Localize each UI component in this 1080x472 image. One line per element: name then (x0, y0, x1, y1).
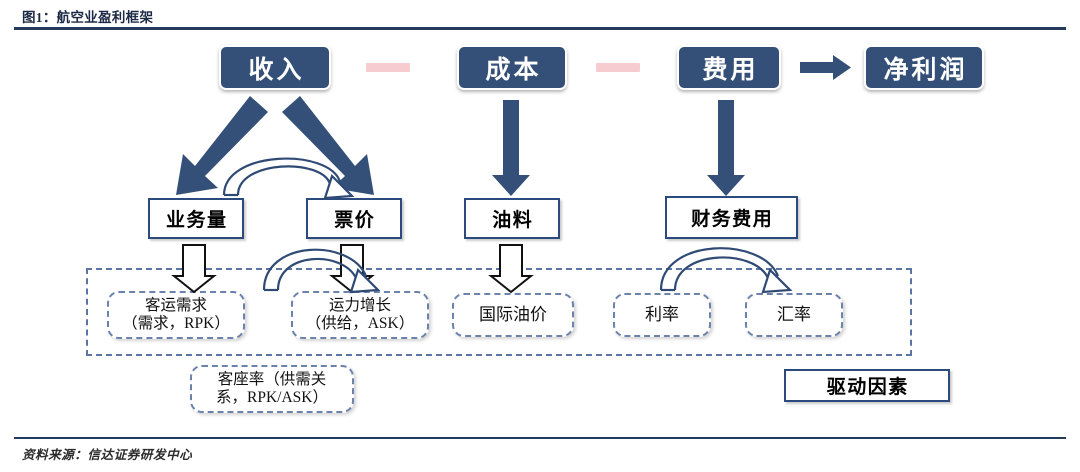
box-interest-rate[interactable]: 利率 (613, 293, 711, 337)
right-arrow-icon (800, 55, 851, 80)
box-exchange-rate[interactable]: 汇率 (745, 293, 843, 337)
diagonal-arrow-down-right-icon (282, 96, 374, 195)
box-ticket-price[interactable]: 票价 (306, 198, 402, 239)
box-cost[interactable]: 成本 (457, 45, 567, 90)
arrow-down-expense-to-finance-icon (707, 100, 745, 196)
capacity-growth-line1: 运力增长 (328, 296, 391, 314)
load-factor-line2: 系，RPK/ASK） (216, 389, 328, 406)
minus-sign-2 (596, 63, 640, 72)
arrow-down-cost-to-fuel-icon (492, 100, 530, 196)
box-expense[interactable]: 费用 (677, 45, 781, 90)
legend-driver-factors: 驱动因素 (784, 369, 950, 402)
curved-arrow-volume-to-price-icon (222, 157, 355, 200)
diagonal-arrow-down-left-icon (176, 96, 268, 195)
box-volume[interactable]: 业务量 (148, 198, 244, 239)
footer-divider (14, 437, 1066, 439)
box-fuel[interactable]: 油料 (464, 198, 560, 239)
capacity-growth-line2: （供给，ASK） (305, 315, 415, 332)
minus-sign-1 (366, 63, 410, 72)
box-capacity-growth[interactable]: 运力增长 （供给，ASK） (291, 291, 429, 339)
load-factor-line1: 客座率（供需关 (217, 370, 327, 388)
page-title: 图1：航空业盈利框架 (22, 10, 154, 25)
passenger-demand-line1: 客运需求 (144, 296, 207, 314)
box-load-factor[interactable]: 客座率（供需关 系，RPK/ASK） (190, 365, 354, 413)
passenger-demand-line2: （需求，RPK） (122, 315, 230, 332)
box-finance-expense[interactable]: 财务费用 (665, 196, 798, 239)
box-passenger-demand[interactable]: 客运需求 （需求，RPK） (107, 291, 245, 339)
box-oil-price[interactable]: 国际油价 (452, 293, 574, 337)
title-divider (14, 27, 1066, 30)
box-revenue[interactable]: 收入 (219, 45, 331, 90)
source-note: 资料来源：信达证券研发中心 (22, 448, 193, 462)
box-net-profit[interactable]: 净利润 (864, 45, 984, 90)
